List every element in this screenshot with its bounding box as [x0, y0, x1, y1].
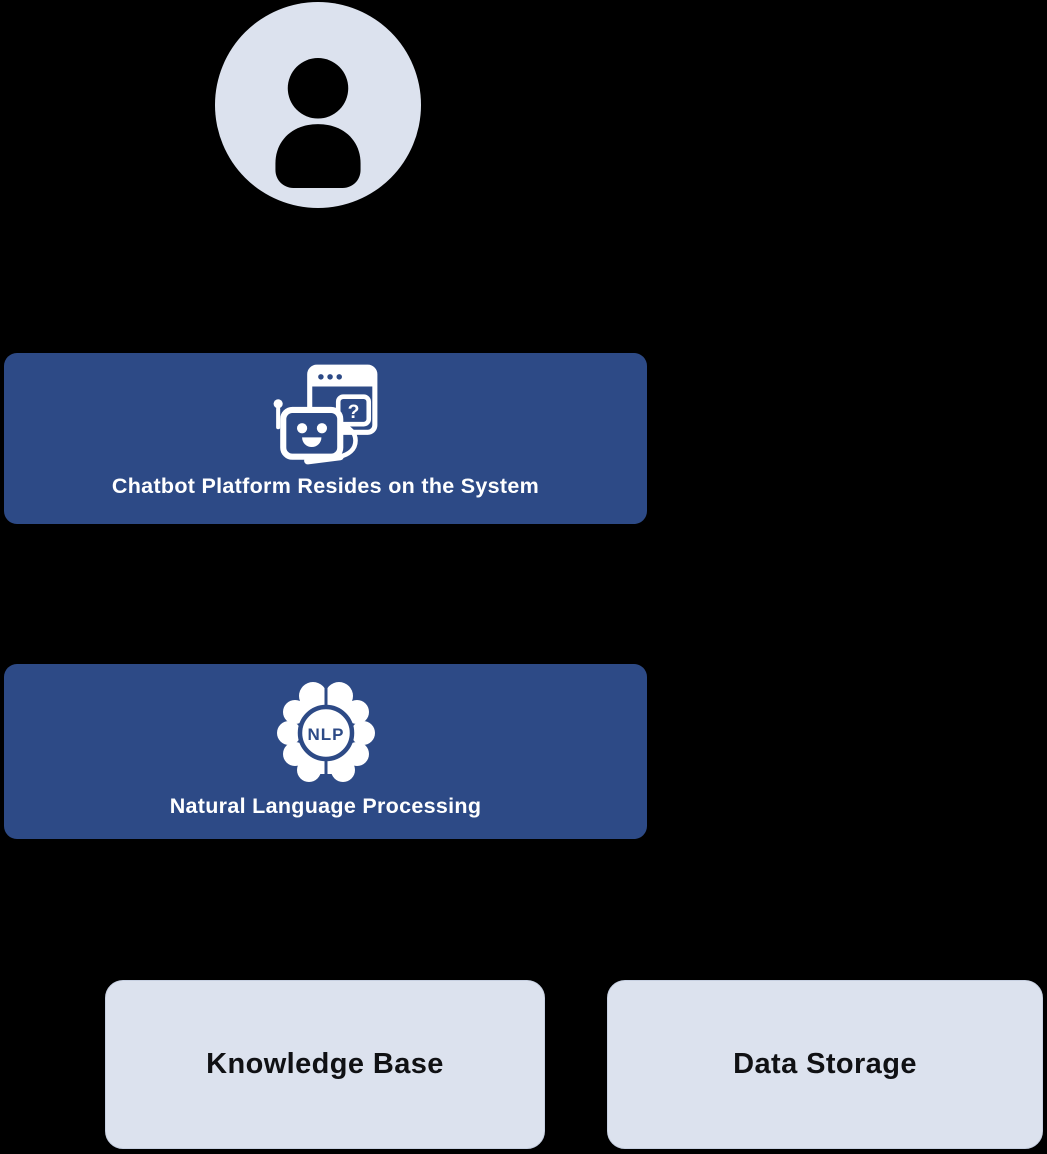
data-storage-node: Data Storage — [607, 980, 1043, 1149]
nlp-node: NLP Natural Language Processing — [4, 664, 647, 839]
chatbot-platform-node: ? Chatbot Platform Resides on the System — [4, 353, 647, 524]
knowledge-base-label: Knowledge Base — [206, 1048, 444, 1080]
data-storage-label: Data Storage — [733, 1048, 917, 1080]
chatbot-platform-label: Chatbot Platform Resides on the System — [111, 474, 540, 498]
svg-text:NLP: NLP — [307, 725, 344, 744]
nlp-label: Natural Language Processing — [169, 794, 482, 818]
svg-text:?: ? — [347, 402, 359, 423]
nlp-brain-icon: NLP — [276, 677, 376, 789]
chatbot-icon: ? — [269, 364, 383, 466]
knowledge-base-node: Knowledge Base — [105, 980, 545, 1149]
user-avatar-icon — [262, 58, 374, 208]
user-node — [215, 2, 421, 208]
